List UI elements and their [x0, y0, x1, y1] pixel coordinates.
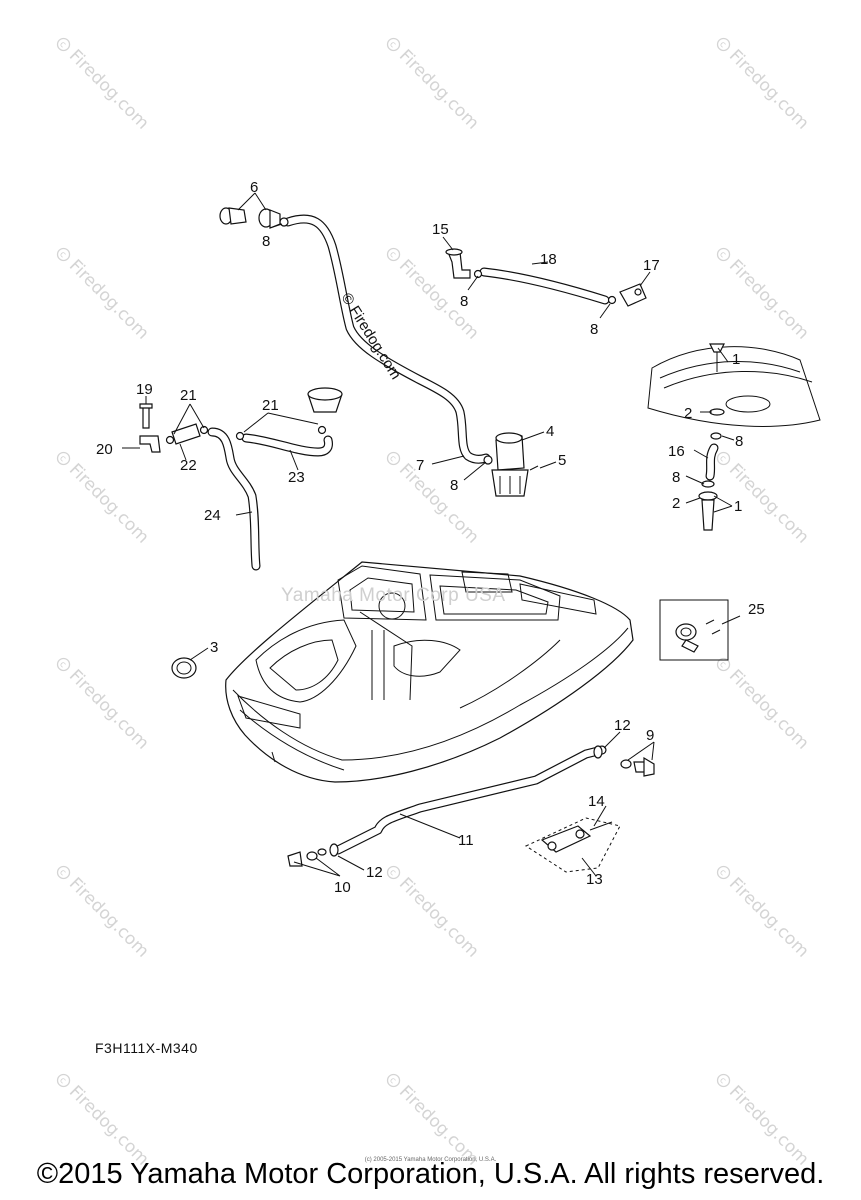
svg-text:Firedog.com: Firedog.com — [725, 256, 813, 344]
svg-text:c: c — [57, 250, 68, 261]
svg-text:c: c — [717, 40, 728, 51]
callout-15: 15 — [432, 221, 449, 238]
svg-text:Firedog.com: Firedog.com — [725, 46, 813, 134]
callout-8: 8 — [460, 293, 468, 310]
svg-text:c: c — [57, 868, 68, 879]
callout-8: 8 — [262, 233, 270, 250]
hoses — [207, 214, 719, 855]
svg-text:Firedog.com: Firedog.com — [395, 460, 483, 548]
svg-text:Firedog.com: Firedog.com — [65, 256, 153, 344]
callout-1: 1 — [734, 498, 742, 515]
callout-6: 6 — [250, 179, 258, 196]
callout-8: 8 — [735, 433, 743, 450]
svg-text:Firedog.com: Firedog.com — [395, 46, 483, 134]
small-parts — [122, 207, 821, 873]
callout-17: 17 — [643, 257, 660, 274]
svg-text:c: c — [387, 250, 398, 261]
svg-text:c: c — [717, 868, 728, 879]
svg-text:c: c — [717, 660, 728, 671]
callout-12: 12 — [366, 864, 383, 881]
svg-text:c: c — [717, 250, 728, 261]
callout-12: 12 — [614, 717, 631, 734]
leader-lines — [145, 192, 741, 877]
svg-text:c: c — [57, 40, 68, 51]
tiny-copyright: (c) 2005-2015 Yamaha Motor Corporation, … — [364, 1157, 497, 1163]
callout-9: 9 — [646, 727, 654, 744]
center-watermark: Yamaha Motor Corp USA — [281, 585, 506, 606]
callout-5: 5 — [558, 452, 566, 469]
callout-7: 7 — [416, 457, 424, 474]
callout-21: 21 — [180, 387, 197, 404]
svg-text:c: c — [387, 40, 398, 51]
svg-text:Firedog.com: Firedog.com — [725, 874, 813, 962]
svg-text:Firedog.com: Firedog.com — [65, 666, 153, 754]
callout-23: 23 — [288, 469, 305, 486]
callout-8: 8 — [450, 477, 458, 494]
callout-4: 4 — [546, 423, 554, 440]
svg-text:c: c — [57, 660, 68, 671]
callout-8: 8 — [590, 321, 598, 338]
svg-text:c: c — [717, 454, 728, 465]
callout-22: 22 — [180, 457, 197, 474]
svg-text:c: c — [387, 868, 398, 879]
callout-20: 20 — [96, 441, 113, 458]
svg-text:Firedog.com: Firedog.com — [65, 874, 153, 962]
callout-16: 16 — [668, 443, 685, 460]
svg-text:c: c — [387, 454, 398, 465]
svg-text:Firedog.com: Firedog.com — [395, 874, 483, 962]
hull-illustration — [225, 561, 634, 783]
callout-25: 25 — [748, 601, 765, 618]
svg-text:Firedog.com: Firedog.com — [65, 46, 153, 134]
callout-24: 24 — [204, 507, 221, 524]
callout-14: 14 — [588, 793, 605, 810]
svg-text:Firedog.com: Firedog.com — [725, 666, 813, 754]
svg-text:Firedog.com: Firedog.com — [395, 256, 483, 344]
svg-text:c: c — [387, 1076, 398, 1087]
callout-2: 2 — [684, 405, 692, 422]
callouts: 6 8 15 8 18 17 8 1 2 8 16 8 2 1 4 5 7 8 … — [96, 179, 765, 896]
svg-text:c: c — [57, 1076, 68, 1087]
callout-1: 1 — [732, 351, 740, 368]
callout-21: 21 — [262, 397, 279, 414]
callout-13: 13 — [586, 871, 603, 888]
callout-8: 8 — [672, 469, 680, 486]
callout-18: 18 — [540, 251, 557, 268]
callout-3: 3 — [210, 639, 218, 656]
callout-11: 11 — [458, 832, 474, 849]
svg-text:c: c — [57, 454, 68, 465]
reference-code: F3H111X-M340 — [95, 1040, 198, 1056]
callout-10: 10 — [334, 879, 351, 896]
callout-2: 2 — [672, 495, 680, 512]
svg-text:c: c — [717, 1076, 728, 1087]
callout-19: 19 — [136, 381, 153, 398]
copyright-footer: ©2015 Yamaha Motor Corporation, U.S.A. A… — [36, 1158, 825, 1190]
svg-text:Firedog.com: Firedog.com — [65, 460, 153, 548]
